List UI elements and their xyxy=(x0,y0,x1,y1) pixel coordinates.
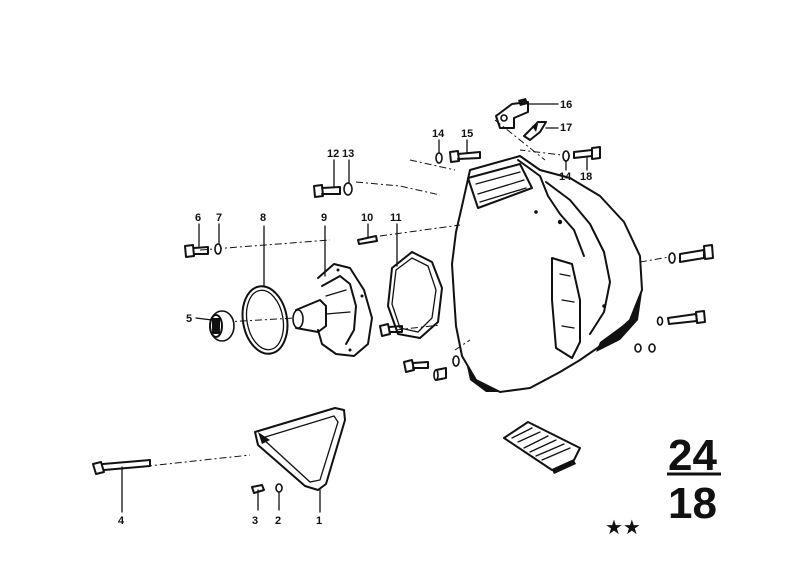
seal-ring xyxy=(195,310,235,342)
callout-15: 15 xyxy=(461,128,473,140)
callout-11: 11 xyxy=(390,212,402,224)
guide-sleeve xyxy=(292,225,373,357)
group-number-top: 24 xyxy=(668,431,717,480)
o-ring xyxy=(241,225,289,355)
callout-7: 7 xyxy=(216,212,222,224)
group-number: 24 18 xyxy=(667,431,721,528)
callout-8: 8 xyxy=(260,212,266,224)
callout-10: 10 xyxy=(361,212,373,224)
callout-labels: 1 2 3 4 5 6 7 8 9 10 11 12 13 14 15 16 1… xyxy=(118,99,592,527)
callout-14-right: 14 xyxy=(559,171,572,183)
washer-14-top xyxy=(435,139,443,164)
washer-lower xyxy=(452,355,460,367)
callout-5: 5 xyxy=(186,313,192,325)
small-screw-3 xyxy=(251,484,265,511)
callout-12: 12 xyxy=(327,148,339,160)
bolt-6 xyxy=(184,223,209,258)
clip-17 xyxy=(523,121,559,141)
washer-14-right xyxy=(562,150,570,171)
washer-2 xyxy=(275,483,283,511)
bolt-18 xyxy=(573,146,601,171)
callout-2: 2 xyxy=(275,515,281,527)
callout-13: 13 xyxy=(342,148,354,160)
bolt-right-lower xyxy=(656,310,706,326)
inspection-grille xyxy=(503,421,581,474)
dowel xyxy=(433,367,447,381)
washer-13 xyxy=(343,159,353,196)
washer-7 xyxy=(214,223,222,255)
clutch-housing xyxy=(451,155,643,393)
bolt-lower-center xyxy=(403,359,429,373)
bolt-right-upper xyxy=(668,244,714,264)
bolt-lower-left xyxy=(379,323,403,337)
center-lines xyxy=(129,119,676,469)
stud-10 xyxy=(357,223,378,245)
callout-18: 18 xyxy=(580,171,592,183)
callout-1: 1 xyxy=(316,515,322,527)
bracket-16 xyxy=(495,98,559,129)
callout-9: 9 xyxy=(321,212,327,224)
long-bolt xyxy=(92,459,151,513)
group-number-bottom: 18 xyxy=(668,479,717,528)
callout-3: 3 xyxy=(252,515,258,527)
callout-4: 4 xyxy=(118,515,125,527)
gasket xyxy=(387,223,443,339)
callout-6: 6 xyxy=(195,212,201,224)
washers-right xyxy=(634,343,656,353)
callout-17: 17 xyxy=(560,122,572,134)
rating-stars: ★★ xyxy=(605,515,641,539)
bolt-15 xyxy=(449,139,481,163)
bolt-12 xyxy=(313,159,341,198)
callout-14-top: 14 xyxy=(432,128,445,140)
cover-plate xyxy=(254,407,346,513)
callout-16: 16 xyxy=(560,99,572,111)
